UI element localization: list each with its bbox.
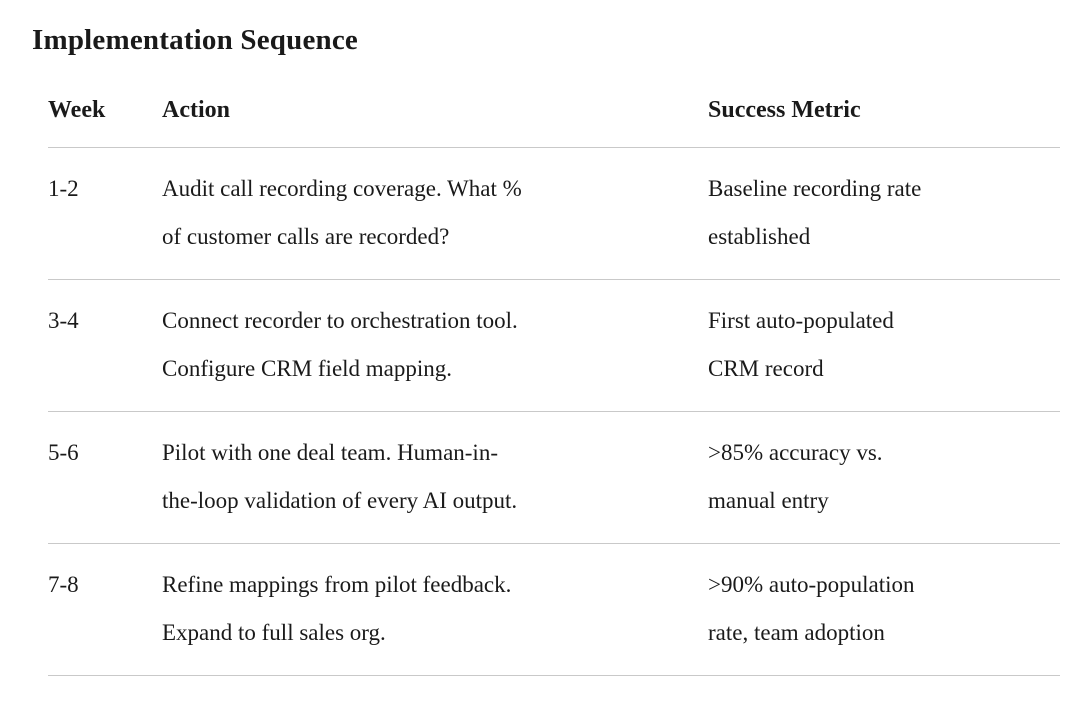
table-row-4-week: 7-8 (48, 544, 162, 676)
column-header-week: Week (48, 95, 162, 148)
table-row-4-action: Refine mappings from pilot feedback. Exp… (162, 544, 708, 676)
table-row-3-metric: >85% accuracy vs. manual entry (708, 412, 1060, 544)
table-row-2-action: Connect recorder to orchestration tool. … (162, 280, 708, 412)
table-row-3-week: 5-6 (48, 412, 162, 544)
table-row-1-action: Audit call recording coverage. What % of… (162, 148, 708, 280)
table-row-2-week: 3-4 (48, 280, 162, 412)
table-row-3-action: Pilot with one deal team. Human-in- the-… (162, 412, 708, 544)
implementation-sequence-table: Week Action Success Metric 1-2 Audit cal… (48, 95, 1060, 676)
table-row-4-metric: >90% auto-population rate, team adoption (708, 544, 1060, 676)
column-header-success-metric: Success Metric (708, 95, 1060, 148)
table-row-1-week: 1-2 (48, 148, 162, 280)
page-title: Implementation Sequence (32, 24, 359, 56)
column-header-action: Action (162, 95, 708, 148)
table-row-2-metric: First auto-populated CRM record (708, 280, 1060, 412)
table-row-1-metric: Baseline recording rate established (708, 148, 1060, 280)
